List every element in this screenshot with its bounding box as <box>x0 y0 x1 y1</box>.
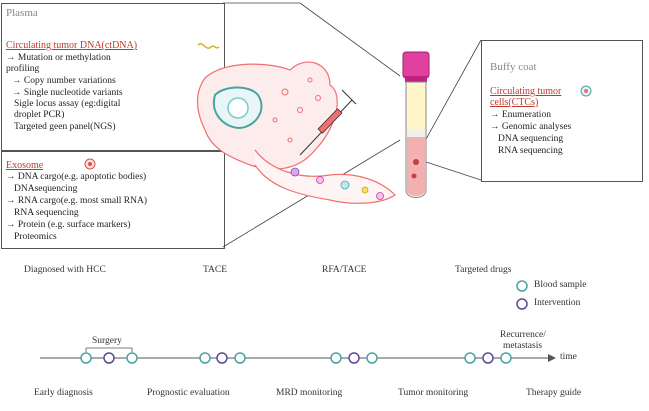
phase-mrd-monitoring: MRD monitoring <box>276 388 343 398</box>
legend-intervention-marker <box>516 298 528 310</box>
blood-vessel-icon <box>254 149 396 204</box>
phase-early-diagnosis: Early diagnosis <box>34 388 93 398</box>
ctc-item: → Genomic analyses <box>490 122 572 132</box>
legend-intervention-label: Intervention <box>534 298 581 308</box>
dna-icon <box>197 43 220 49</box>
blood-sample-marker <box>464 352 476 364</box>
intervention-marker <box>216 352 228 364</box>
exosome-item: → DNA cargo(e.g. apoptotic bodies) <box>6 172 147 182</box>
ctc-heading: Circulating tumor <box>490 86 562 97</box>
recurrence-label: Recurrence/ <box>500 330 546 340</box>
blood-sample-marker <box>199 352 211 364</box>
legend-blood-label: Blood sample <box>534 280 587 290</box>
stage-diagnosed: Diagnosed with HCC <box>24 265 106 275</box>
exosome-item: → Protein (e.g. surface markers) <box>6 220 131 230</box>
exosome-item: RNA sequencing <box>14 208 79 218</box>
liver-icon <box>196 61 338 170</box>
stage-tace: TACE <box>203 265 228 275</box>
blood-sample-marker <box>126 352 138 364</box>
exosome-icon <box>84 158 96 170</box>
phase-tumor-monitoring: Tumor monitoring <box>398 388 469 398</box>
zoom-line <box>299 2 401 77</box>
intervention-marker <box>482 352 494 364</box>
ctdna-item: Targeted geen panel(NGS) <box>14 122 116 132</box>
ctdna-item: droplet PCR) <box>14 110 65 120</box>
blood-sample-marker <box>80 352 92 364</box>
intervention-marker <box>103 352 115 364</box>
legend-blood-marker <box>516 280 528 292</box>
ctdna-item: → Mutation or methylation <box>6 53 111 63</box>
blood-sample-marker <box>500 352 512 364</box>
ctc-heading-2: cells(CTCs) <box>490 97 539 108</box>
ctdna-item: → Single nucleotide variants <box>12 88 123 98</box>
exosome-item: DNAsequencing <box>14 184 78 194</box>
time-axis-label: time <box>560 352 577 362</box>
ctdna-item: profiling <box>6 64 40 74</box>
buffy-coat-panel <box>481 40 643 182</box>
blood-sample-marker <box>330 352 342 364</box>
exosome-item: Proteomics <box>14 232 57 242</box>
stage-rfa-tace: RFA/TACE <box>322 265 367 275</box>
ctdna-heading: Circulating tumor DNA(ctDNA) <box>6 40 138 51</box>
metastasis-label: metastasis <box>503 341 543 351</box>
plasma-title: Plasma <box>6 7 38 19</box>
ctc-item: RNA sequencing <box>498 146 563 156</box>
zoom-line <box>419 159 482 181</box>
ctc-icon <box>580 85 592 97</box>
stage-targeted-drugs: Targeted drugs <box>455 265 512 275</box>
ctdna-item: → Copy number variations <box>12 76 116 86</box>
exosome-panel <box>1 151 225 249</box>
blood-sample-marker <box>234 352 246 364</box>
phase-therapy-guide: Therapy guide <box>526 388 582 398</box>
blood-tube-icon <box>402 51 430 198</box>
timeline-markers <box>80 352 512 364</box>
surgery-label: Surgery <box>92 336 122 346</box>
ctdna-item: Sigle locus assay (eg:digital <box>14 99 121 109</box>
exosome-item: → RNA cargo(e.g. most small RNA) <box>6 196 147 206</box>
buffy-coat-title: Buffy coat <box>490 61 537 73</box>
blood-sample-marker <box>366 352 378 364</box>
phase-prognostic-evaluation: Prognostic evaluation <box>147 388 230 398</box>
zoom-line <box>419 39 482 151</box>
exosome-heading: Exosome <box>6 160 44 171</box>
intervention-marker <box>348 352 360 364</box>
ctc-item: DNA sequencing <box>498 134 564 144</box>
syringe-icon <box>299 89 357 156</box>
ctc-item: → Enumeration <box>490 110 551 120</box>
plasma-panel <box>1 3 225 151</box>
timeline-arrow <box>548 354 556 362</box>
